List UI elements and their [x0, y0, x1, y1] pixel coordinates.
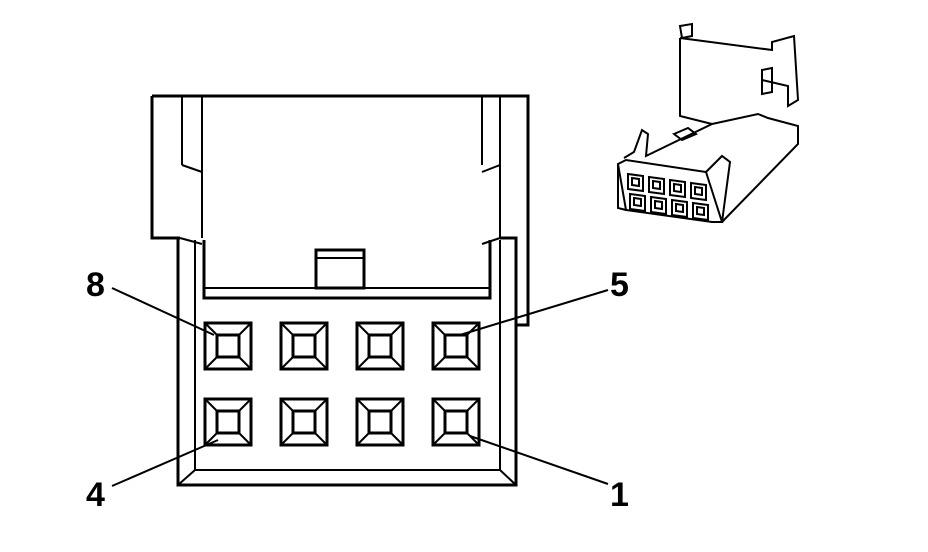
pin-cavity	[279, 397, 329, 447]
iso-pin-cavity	[692, 201, 709, 222]
pin-cavity	[279, 321, 329, 371]
right-rail	[481, 96, 501, 238]
iso-side-latch	[761, 66, 773, 96]
iso-deck-right	[711, 112, 799, 223]
callout-line-8	[111, 287, 215, 336]
pin-label-8: 8	[86, 266, 105, 304]
iso-left-wall	[679, 38, 713, 125]
callouts: 8 5 4 1	[86, 266, 629, 514]
rail-notches	[181, 164, 501, 173]
left-rail	[181, 96, 203, 238]
iso-top-corner	[678, 22, 693, 40]
housing-left-flange	[150, 96, 180, 240]
callout-line-1	[469, 435, 609, 485]
pin-cavity	[203, 397, 253, 447]
pin-cavity	[203, 321, 253, 371]
latch-tab	[314, 248, 366, 290]
iso-deck-left	[623, 123, 713, 159]
shoulder-bevels	[179, 237, 501, 245]
pin-cavity	[355, 397, 405, 447]
pin-label-1: 1	[610, 476, 629, 514]
pin-cavities	[203, 321, 481, 447]
iso-pin-cavity	[648, 175, 665, 196]
pin-label-5: 5	[610, 266, 629, 304]
connector-face-view	[150, 94, 530, 487]
pin-body-bevels	[177, 469, 517, 486]
connector-isometric-view	[616, 22, 800, 223]
pin-body-inner	[194, 240, 501, 471]
iso-pin-cavity	[627, 172, 644, 193]
pin-cavity	[431, 321, 481, 371]
iso-back-wall	[679, 34, 800, 108]
iso-deck-tab	[672, 126, 698, 142]
iso-pin-cavity	[690, 181, 707, 202]
pin-label-4: 4	[86, 476, 105, 514]
latch-window	[202, 240, 492, 300]
iso-pin-cavity	[650, 195, 667, 216]
iso-front-left-edge	[617, 164, 627, 211]
callout-line-4	[111, 439, 219, 487]
iso-pin-cavity	[671, 198, 688, 219]
iso-right-post	[705, 154, 732, 223]
housing-upper-outline	[152, 94, 530, 327]
pin-cavity	[355, 321, 405, 371]
iso-pin-cavities	[627, 172, 709, 222]
callout-line-5	[459, 289, 609, 336]
iso-pin-cavity	[669, 178, 686, 199]
pin-body-outline	[176, 236, 518, 487]
pin-cavity	[431, 397, 481, 447]
iso-pin-cavity	[629, 192, 646, 213]
